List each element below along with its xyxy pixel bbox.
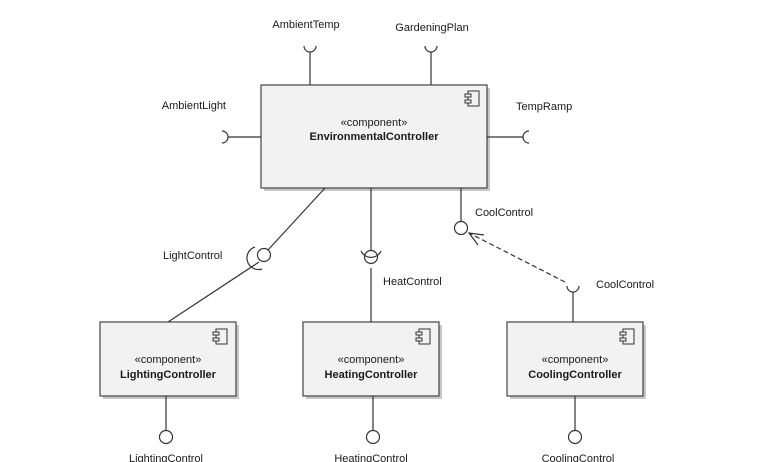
cool-control-lollipop [453, 188, 469, 236]
cooling-control-label: CoolingControl [542, 453, 615, 462]
lighting-name: LightingController [120, 369, 217, 381]
component-icon [464, 90, 480, 107]
heating-name: HeatingController [325, 369, 419, 381]
environmental-stereotype: «component» [341, 117, 408, 129]
cooling-control-lollipop [567, 396, 583, 445]
lighting-control-label: LightingControl [129, 453, 203, 462]
ambient-light-label: AmbientLight [162, 100, 226, 112]
environmental-name: EnvironmentalController [310, 131, 440, 143]
environmental-controller-component[interactable]: «component» EnvironmentalController [260, 84, 490, 191]
gardening-plan-socket [424, 45, 438, 85]
ambient-temp-socket [303, 45, 317, 85]
cooling-name: CoolingController [528, 369, 622, 381]
lighting-control-lollipop [158, 396, 174, 445]
component-icon [619, 328, 635, 345]
lighting-stereotype: «component» [135, 354, 202, 366]
heating-stereotype: «component» [338, 354, 405, 366]
heat-control-label: HeatControl [383, 276, 442, 288]
heating-controller-component[interactable]: «component» HeatingController [302, 321, 442, 399]
cool-control-required-label: CoolControl [596, 279, 654, 291]
lighting-controller-component[interactable]: «component» LightingController [99, 321, 239, 399]
cool-control-provided-label: CoolControl [475, 207, 533, 219]
temp-ramp-label: TempRamp [516, 101, 572, 113]
heat-control-connector [360, 188, 382, 322]
light-control-label: LightControl [163, 250, 222, 262]
ambient-temp-label: AmbientTemp [272, 19, 339, 31]
component-icon [415, 328, 431, 345]
cool-control-dependency [467, 232, 566, 283]
cooling-stereotype: «component» [542, 354, 609, 366]
temp-ramp-socket [487, 130, 530, 144]
component-icon [212, 328, 228, 345]
light-control-connector [167, 187, 326, 323]
heating-control-label: HeatingControl [334, 453, 407, 462]
ambient-light-socket [221, 130, 261, 144]
gardening-plan-label: GardeningPlan [395, 22, 468, 34]
cooling-controller-component[interactable]: «component» CoolingController [506, 321, 646, 399]
heating-control-lollipop [365, 396, 381, 445]
cool-control-socket [566, 285, 580, 322]
